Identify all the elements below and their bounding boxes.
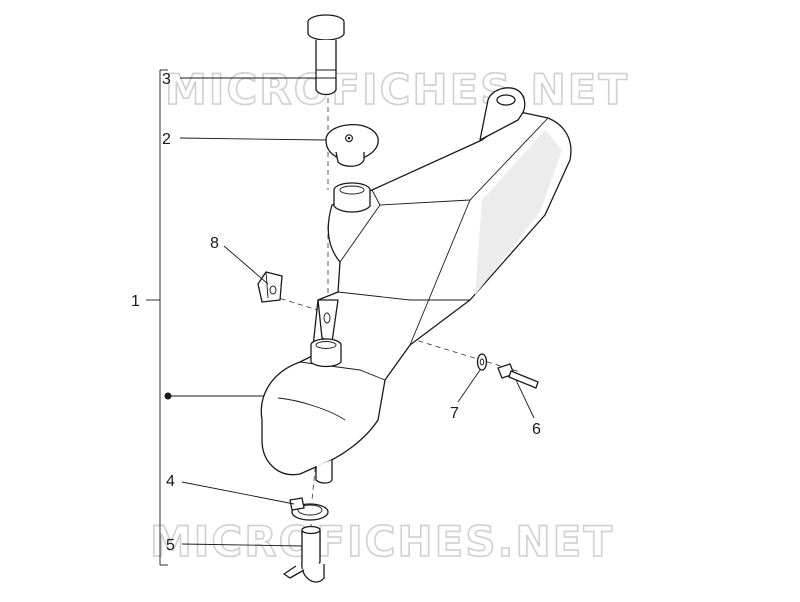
callout-8: 8 xyxy=(210,235,219,252)
clip-nut xyxy=(257,271,283,303)
washer xyxy=(476,353,488,371)
assembly-bracket xyxy=(146,69,268,566)
callout-3: 3 xyxy=(162,71,171,88)
filler-cap: ⊙ xyxy=(325,124,379,167)
reservoir-tank xyxy=(260,87,572,484)
callout-1: 1 xyxy=(131,293,140,310)
watermark-bottom: MICROFICHES.NET xyxy=(150,517,614,566)
oil-symbol-icon: ⊙ xyxy=(344,131,354,145)
watermark-top: MICROFICHES.NET xyxy=(165,65,629,114)
callout-5: 5 xyxy=(166,537,175,554)
breather-plug xyxy=(307,14,345,96)
hose-clamp xyxy=(289,497,329,521)
callout-7: 7 xyxy=(450,405,459,422)
callout-4: 4 xyxy=(166,473,175,490)
leader-lines xyxy=(179,77,535,547)
hose-fitting xyxy=(283,525,325,583)
bolt xyxy=(497,363,539,389)
callout-6: 6 xyxy=(532,421,541,438)
callout-2: 2 xyxy=(162,131,171,148)
